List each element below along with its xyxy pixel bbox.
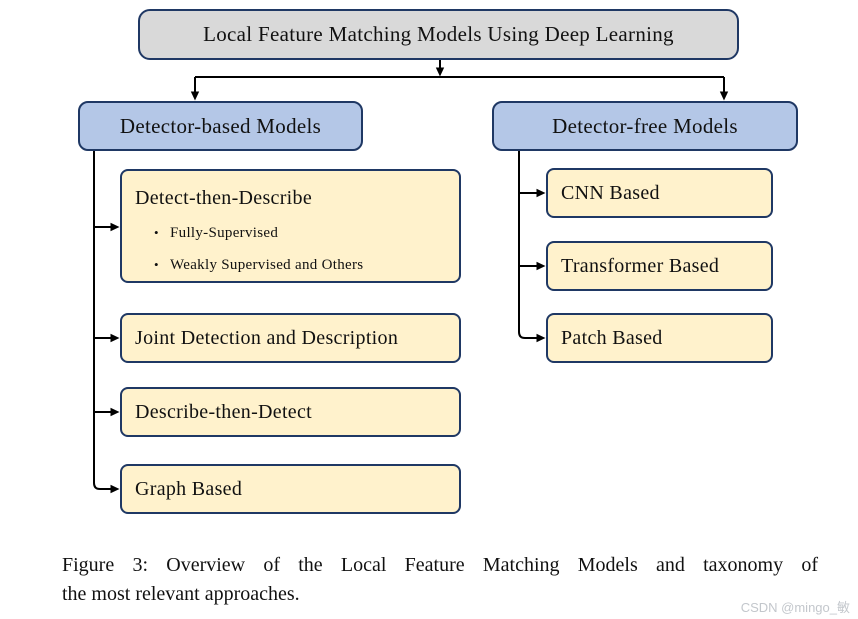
- node-detector-free-label: Detector-free Models: [552, 113, 738, 138]
- bullet-icon: •: [154, 225, 159, 240]
- node-describe-then-detect: Describe-then-Detect: [120, 387, 461, 437]
- bullet-icon: •: [154, 257, 159, 272]
- figure-caption: Figure 3: Overview of the Local Feature …: [62, 551, 818, 609]
- connector-trunk-left: [93, 151, 120, 494]
- node-describe-then-detect-label: Describe-then-Detect: [135, 400, 313, 423]
- node-detector-based-label: Detector-based Models: [119, 113, 322, 138]
- node-detector-based: Detector-based Models: [78, 101, 363, 151]
- node-detect-then-describe: Detect-then-Describe • Fully-Supervised …: [120, 169, 461, 283]
- watermark: CSDN @mingo_敏: [740, 600, 850, 615]
- caption-line-1: Figure 3: Overview of the Local Feature …: [62, 554, 818, 576]
- bullet-label: Weakly Supervised and Others: [170, 257, 364, 273]
- node-graph-based-label: Graph Based: [135, 477, 243, 500]
- caption-line-2: the most relevant approaches.: [62, 583, 300, 605]
- node-joint-detection-label: Joint Detection and Description: [135, 326, 399, 349]
- node-transformer-based-label: Transformer Based: [561, 254, 720, 277]
- node-root: Local Feature Matching Models Using Deep…: [138, 9, 739, 60]
- node-cnn-based-label: CNN Based: [561, 181, 660, 204]
- node-graph-based: Graph Based: [120, 464, 461, 514]
- node-transformer-based: Transformer Based: [546, 241, 773, 291]
- node-detector-free: Detector-free Models: [492, 101, 798, 151]
- node-patch-based: Patch Based: [546, 313, 773, 363]
- node-joint-detection: Joint Detection and Description: [120, 313, 461, 363]
- bullet-label: Fully-Supervised: [170, 225, 279, 241]
- node-cnn-based: CNN Based: [546, 168, 773, 218]
- node-root-label: Local Feature Matching Models Using Deep…: [203, 22, 674, 46]
- bullet-item: • Weakly Supervised and Others: [135, 254, 449, 276]
- bullet-item: • Fully-Supervised: [135, 222, 449, 244]
- connector-trunk-right: [518, 151, 546, 343]
- node-patch-based-label: Patch Based: [561, 326, 663, 349]
- node-detect-then-describe-label: Detect-then-Describe: [135, 187, 313, 209]
